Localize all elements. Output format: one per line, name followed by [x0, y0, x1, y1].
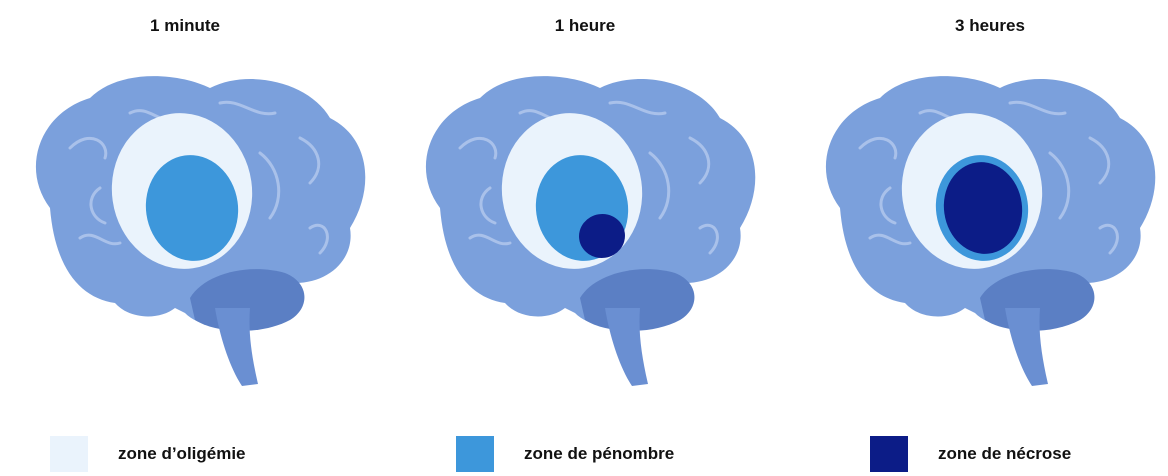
penumbra-zone: [145, 155, 239, 261]
legend-label: zone de pénombre: [524, 444, 675, 463]
panel-title: 3 heures: [955, 16, 1025, 35]
brain-illustration: [35, 76, 366, 386]
legend-label: zone d’oligémie: [118, 444, 246, 463]
necrosis-zone: [943, 162, 1023, 254]
legend-necrosis: zone de nécrose: [870, 434, 1071, 474]
stage-panel-1-heure: 1 heure: [400, 0, 790, 400]
brain-illustration: [425, 76, 756, 386]
legend-label: zone de nécrose: [938, 444, 1072, 463]
penumbra-swatch: [456, 436, 494, 472]
necrosis-zone: [579, 213, 625, 259]
brain-illustration: [825, 76, 1156, 386]
necrosis-swatch: [870, 436, 908, 472]
legend-penumbra: zone de pénombre: [456, 434, 674, 474]
panel-title: 1 minute: [150, 16, 220, 35]
oligemia-swatch: [50, 436, 88, 472]
panel-title: 1 heure: [554, 16, 616, 35]
stage-panel-1-minute: 1 minute: [10, 0, 400, 400]
stage-panel-3-heures: 3 heures: [800, 0, 1168, 400]
legend-oligemia: zone d’oligémie: [50, 434, 246, 474]
